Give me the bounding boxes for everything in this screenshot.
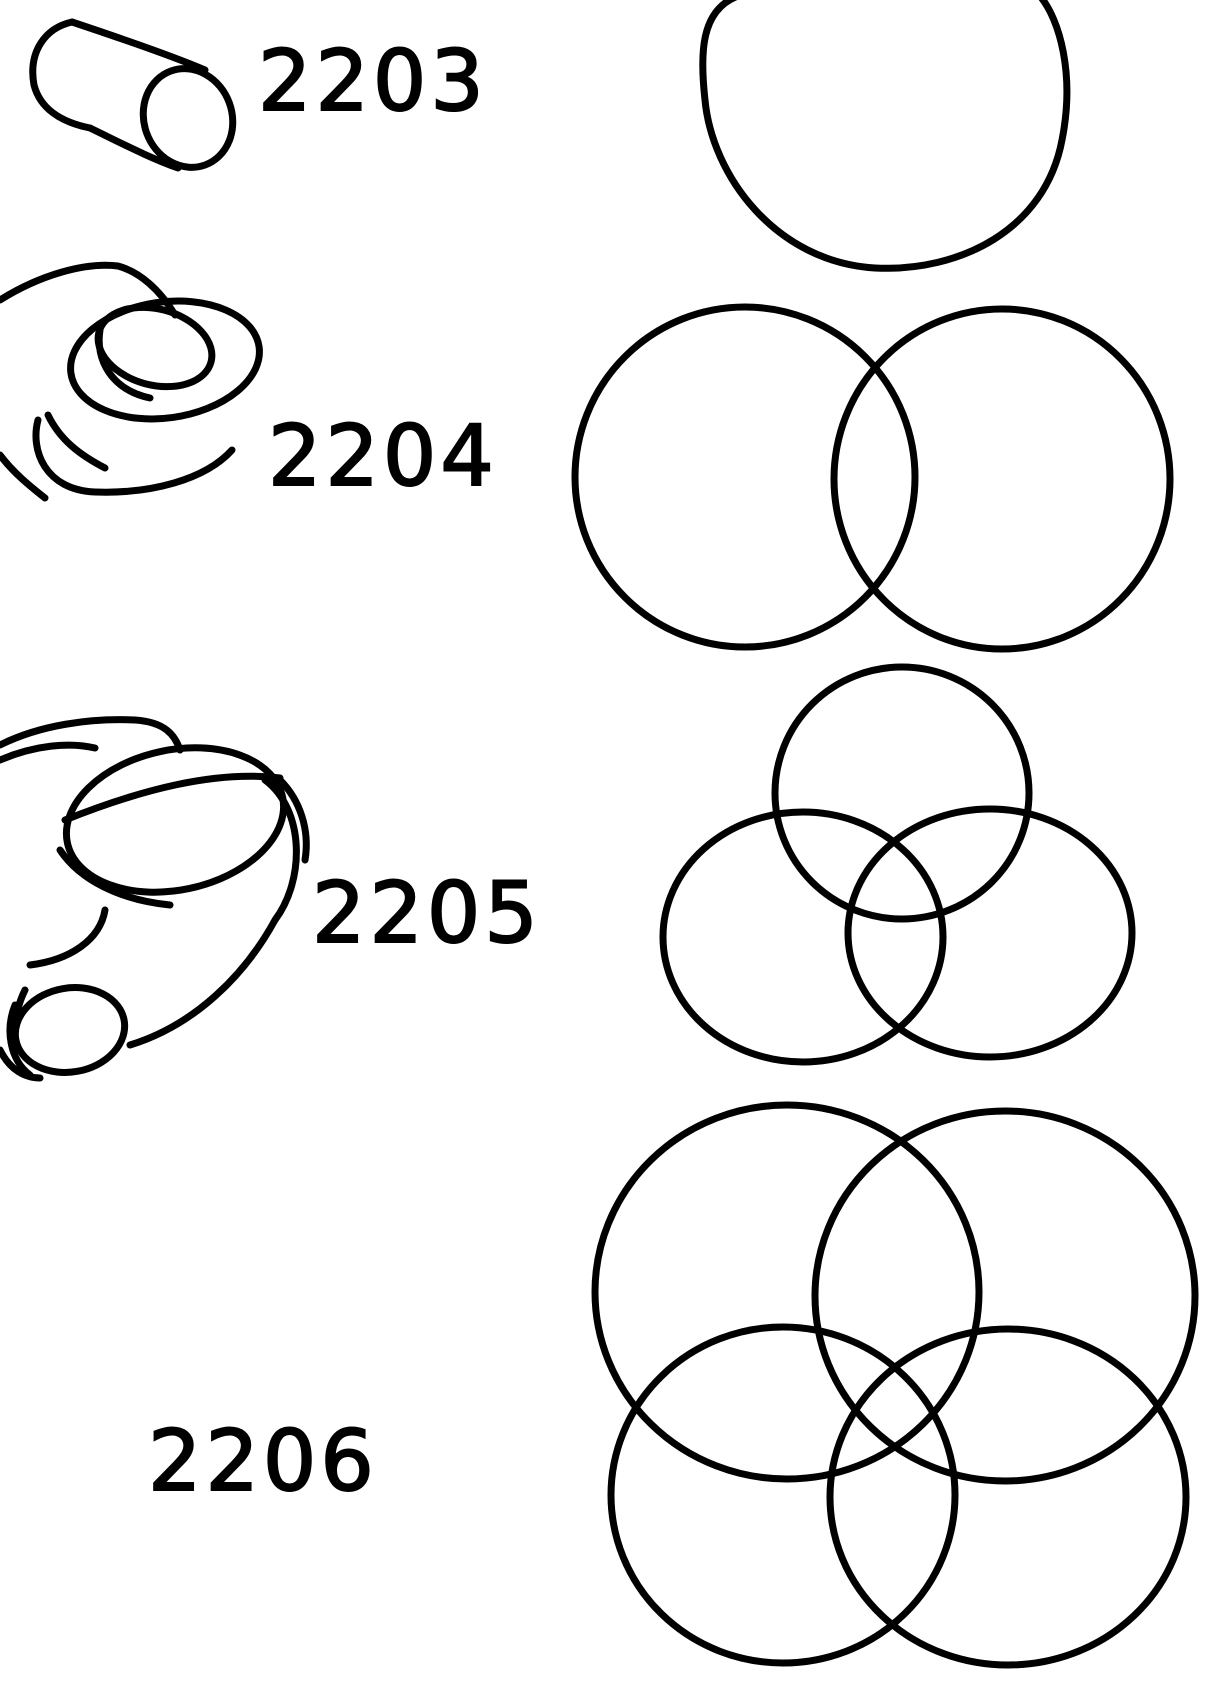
two-overlapping-circles — [575, 307, 1170, 649]
single-circle — [703, 0, 1067, 268]
label-2205: 2205 — [312, 864, 542, 962]
label-2203: 2203 — [258, 32, 488, 130]
label-2204: 2204 — [268, 407, 498, 505]
panel-2205: 2205 — [0, 667, 1132, 1081]
panel-2203: 2203 — [33, 0, 1067, 268]
panel-2206: 2206 — [148, 1105, 1195, 1665]
label-2206: 2206 — [148, 1412, 378, 1510]
three-rings-sketch — [0, 720, 306, 1081]
three-overlapping-circles — [663, 667, 1132, 1062]
two-rings-sketch — [0, 265, 267, 498]
four-overlapping-circles — [595, 1105, 1195, 1665]
single-cylinder-sketch — [33, 22, 247, 180]
panel-2204: 2204 — [0, 265, 1170, 649]
